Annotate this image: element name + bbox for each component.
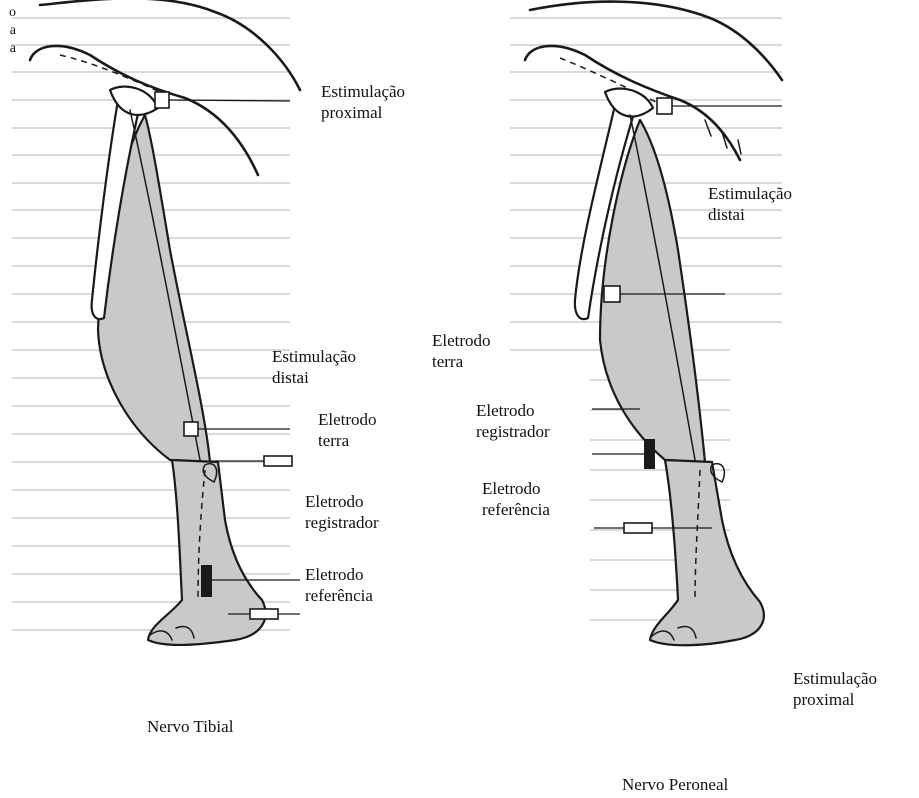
- left-stim-proximal-line1: Estimulação: [321, 81, 405, 102]
- left-ground-line1: Eletrodo: [318, 409, 377, 430]
- left-stim-distal-line2: distai: [272, 367, 356, 388]
- left-reference-line1: Eletrodo: [305, 564, 373, 585]
- fragment-line-2: a: [0, 22, 16, 40]
- left-recording-line1: Eletrodo: [305, 491, 379, 512]
- left-caption: Nervo Tibial: [147, 716, 233, 737]
- right-label-reference: Eletrodo referência: [482, 478, 550, 520]
- left-stim-distal-box: [184, 422, 198, 436]
- right-ground-line2: terra: [432, 351, 491, 372]
- left-femur-dashed: [60, 55, 160, 92]
- right-stim-proximal-line2: proximal: [793, 689, 877, 710]
- right-label-ground: Eletrodo terra: [432, 330, 491, 372]
- right-reference-electrode: [624, 523, 652, 533]
- cropped-text-fragment: o a a: [0, 4, 16, 58]
- right-label-stim-proximal: Estimulação proximal: [793, 668, 877, 710]
- right-leg-illustration: [525, 2, 782, 646]
- right-stim-distal-line2: distai: [708, 204, 792, 225]
- right-thigh-outline: [530, 2, 782, 80]
- left-stim-proximal-box: [155, 92, 169, 108]
- left-label-recording: Eletrodo registrador: [305, 491, 379, 533]
- right-stim-proximal-box: [604, 286, 620, 302]
- left-recording-electrode: [201, 565, 212, 597]
- fragment-line-3: a: [0, 40, 16, 58]
- left-reference-electrode: [250, 609, 278, 619]
- fragment-line-1: o: [0, 4, 16, 22]
- right-stim-proximal-line1: Estimulação: [793, 668, 877, 689]
- right-recording-line2: registrador: [476, 421, 550, 442]
- left-recording-line2: registrador: [305, 512, 379, 533]
- left-reference-line2: referência: [305, 585, 373, 606]
- right-label-recording: Eletrodo registrador: [476, 400, 550, 442]
- right-stim-distal-box: [657, 98, 672, 114]
- left-label-stim-proximal: Estimulação proximal: [321, 81, 405, 123]
- right-ground-line1: Eletrodo: [432, 330, 491, 351]
- right-stim-distal-line1: Estimulação: [708, 183, 792, 204]
- right-label-stim-distal: Estimulação distai: [708, 183, 792, 225]
- left-label-stim-distal: Estimulação distai: [272, 346, 356, 388]
- left-label-ground: Eletrodo terra: [318, 409, 377, 451]
- right-knee-hatch: [705, 120, 741, 154]
- left-label-reference: Eletrodo referência: [305, 564, 373, 606]
- right-recording-line1: Eletrodo: [476, 400, 550, 421]
- right-foot: [650, 460, 764, 645]
- right-reference-line1: Eletrodo: [482, 478, 550, 499]
- right-reference-line2: referência: [482, 499, 550, 520]
- left-ground-line2: terra: [318, 430, 377, 451]
- right-recording-electrode: [644, 439, 655, 469]
- right-caption: Nervo Peroneal: [622, 774, 728, 795]
- left-stim-proximal-line2: proximal: [321, 102, 405, 123]
- left-ground-electrode: [264, 456, 292, 466]
- left-foot: [148, 460, 266, 645]
- left-stim-distal-line1: Estimulação: [272, 346, 356, 367]
